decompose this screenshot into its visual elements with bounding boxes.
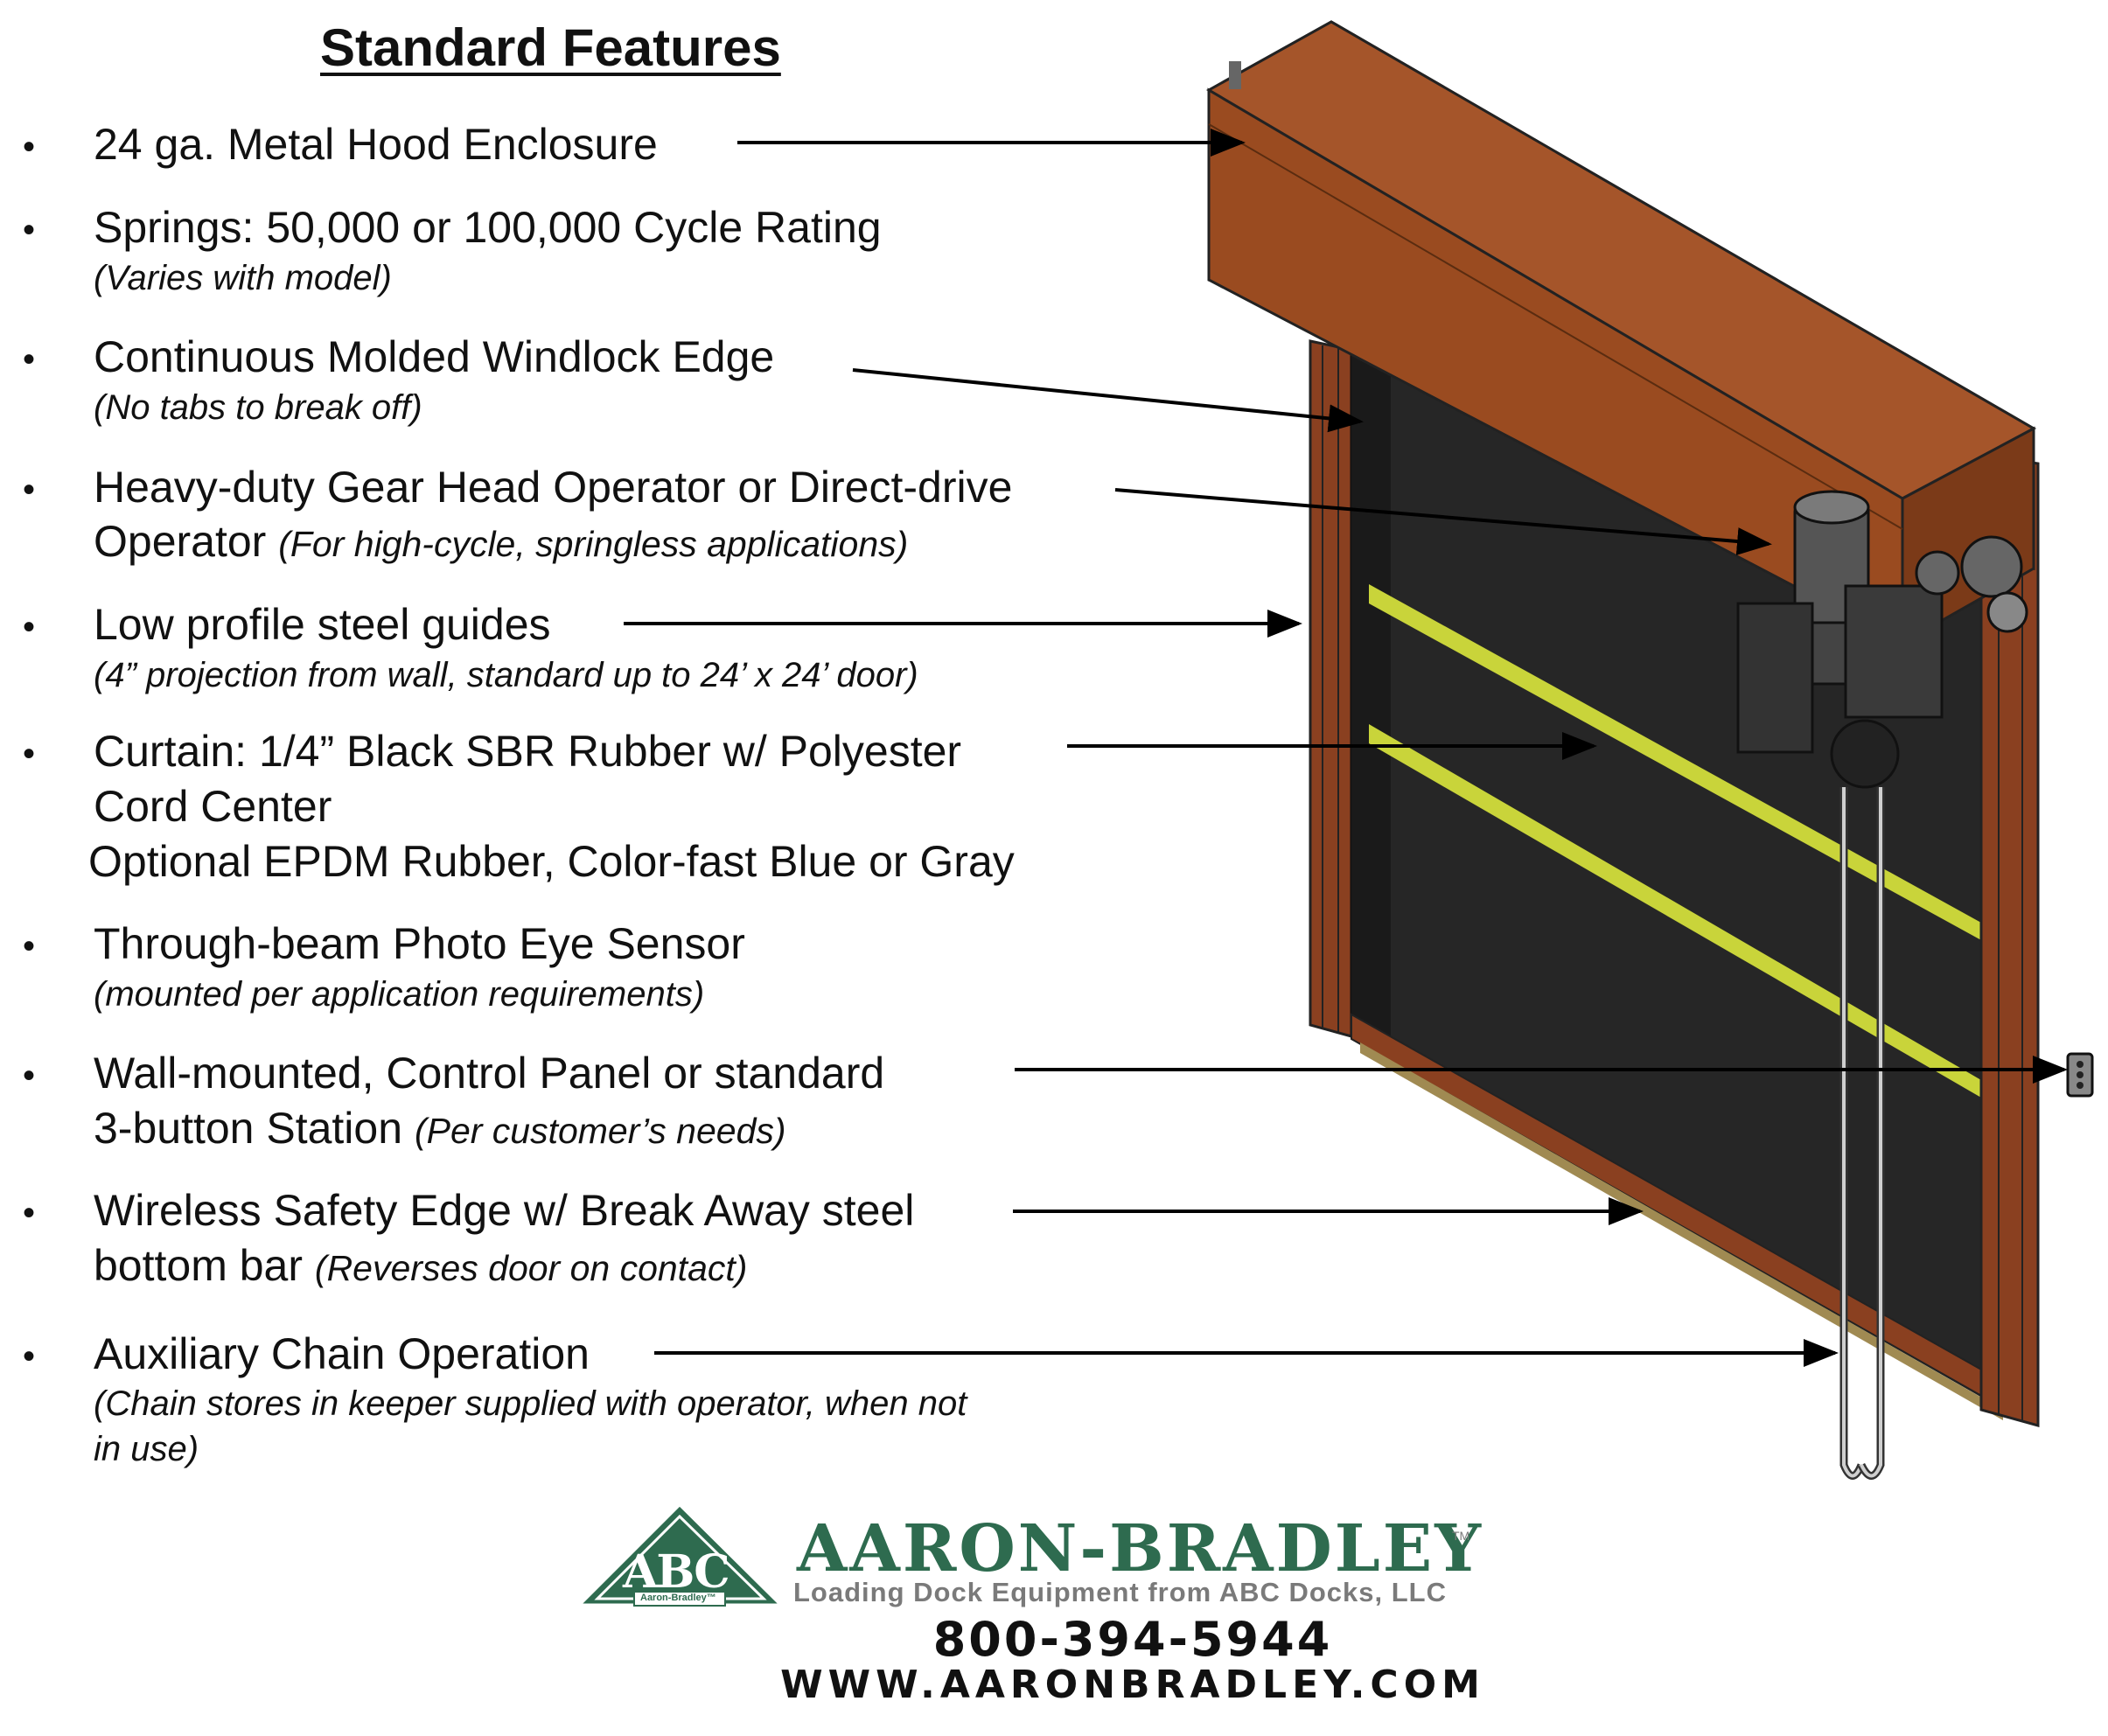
feature-safety-edge-line2: bottom bar (Reverses door on contact) bbox=[94, 1244, 747, 1287]
feature-safety-edge: Wireless Safety Edge w/ Break Away steel bbox=[94, 1186, 915, 1235]
abc-logo-badge bbox=[583, 1506, 778, 1607]
feature-control-panel-word: 3-button Station bbox=[94, 1104, 403, 1153]
brand-name: AARON-BRADLEY bbox=[797, 1511, 1484, 1586]
feature-chain-note: (Chain stores in keeper supplied with op… bbox=[94, 1384, 967, 1423]
feature-control-panel-note: (Per customer’s needs) bbox=[414, 1111, 786, 1151]
feature-operator-note: (For high-cycle, springless applications… bbox=[278, 524, 909, 564]
feature-windlock-note: (No tabs to break off) bbox=[94, 388, 422, 427]
arrow-operator bbox=[1114, 488, 1772, 555]
website-link[interactable]: WWW.AARONBRADLEY.COM bbox=[780, 1663, 1485, 1707]
feature-safety-edge-note: (Reverses door on contact) bbox=[314, 1248, 748, 1288]
feature-operator-word: Operator bbox=[94, 517, 267, 566]
bullet-icon: • bbox=[23, 927, 36, 966]
feature-photo-eye: Through-beam Photo Eye Sensor bbox=[94, 919, 745, 968]
abc-badge-subtext: Aaron-Bradley™ bbox=[640, 1593, 716, 1603]
feature-curtain: Curtain: 1/4” Black SBR Rubber w/ Polyes… bbox=[94, 727, 962, 776]
feature-control-panel-line2: 3-button Station (Per customer’s needs) bbox=[94, 1106, 786, 1150]
feature-control-panel: Wall-mounted, Control Panel or standard bbox=[94, 1049, 885, 1098]
bullet-icon: • bbox=[23, 1194, 36, 1232]
feature-hood: 24 ga. Metal Hood Enclosure bbox=[94, 120, 658, 169]
feature-guides: Low profile steel guides bbox=[94, 600, 551, 649]
arrow-windlock bbox=[852, 368, 1364, 433]
control-station bbox=[2066, 1052, 2094, 1098]
bullet-icon: • bbox=[23, 471, 36, 509]
bullet-icon: • bbox=[23, 1337, 36, 1376]
bullet-icon: • bbox=[23, 211, 36, 249]
curtain-stripe bbox=[1369, 724, 1981, 1098]
bullet-icon: • bbox=[23, 340, 36, 379]
feature-operator: Heavy-duty Gear Head Operator or Direct-… bbox=[94, 463, 1013, 512]
auxiliary-chain bbox=[1839, 787, 1885, 1480]
curtain-stripe bbox=[1369, 584, 1981, 940]
feature-curtain-option: Optional EPDM Rubber, Color-fast Blue or… bbox=[88, 837, 1015, 886]
feature-chain: Auxiliary Chain Operation bbox=[94, 1329, 590, 1378]
page-title: Standard Features bbox=[320, 18, 781, 77]
bullet-icon: • bbox=[23, 128, 36, 166]
bullet-icon: • bbox=[23, 608, 36, 646]
feature-guides-note: (4” projection from wall, standard up to… bbox=[94, 656, 918, 694]
left-guide bbox=[1309, 339, 1353, 1038]
feature-chain-note-2: in use) bbox=[94, 1430, 199, 1468]
bullet-icon: • bbox=[23, 1056, 36, 1095]
bullet-icon: • bbox=[23, 735, 36, 773]
gear-head-operator bbox=[1736, 490, 2028, 789]
feature-curtain-line2: Cord Center bbox=[94, 782, 332, 831]
trademark-mark: TM bbox=[1452, 1529, 1470, 1543]
abc-badge-text: ABC bbox=[623, 1545, 730, 1599]
phone-number[interactable]: 800-394-5944 bbox=[932, 1612, 1333, 1667]
feature-operator-line2: Operator (For high-cycle, springless app… bbox=[94, 519, 908, 563]
feature-springs: Springs: 50,000 or 100,000 Cycle Rating bbox=[94, 203, 882, 252]
feature-windlock: Continuous Molded Windlock Edge bbox=[94, 332, 775, 381]
feature-photo-eye-note: (mounted per application requirements) bbox=[94, 975, 705, 1014]
feature-springs-note: (Varies with model) bbox=[94, 259, 392, 297]
feature-safety-edge-word: bottom bar bbox=[94, 1241, 304, 1290]
brand-tagline: Loading Dock Equipment from ABC Docks, L… bbox=[793, 1577, 1447, 1607]
